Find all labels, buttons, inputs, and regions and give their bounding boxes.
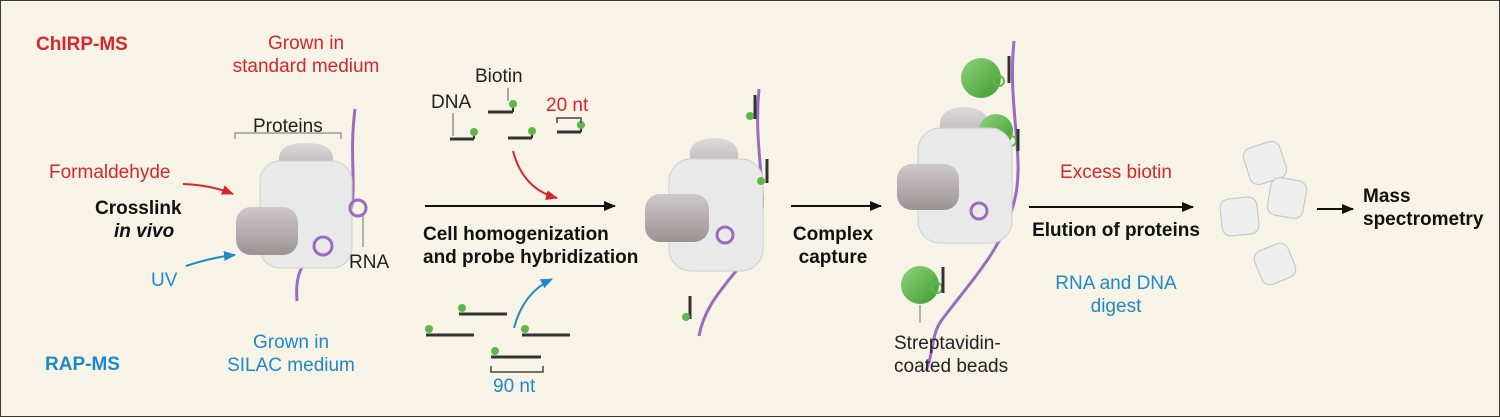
uv-arrow xyxy=(185,251,236,267)
rap-probe-arrow xyxy=(513,278,553,329)
chirp-probe-arrow xyxy=(512,150,558,201)
dna-label: DNA xyxy=(431,92,472,113)
20nt-label: 20 nt xyxy=(546,95,589,116)
formaldehyde-label: Formaldehyde xyxy=(49,162,171,183)
formaldehyde-arrow xyxy=(182,183,234,195)
streptavidin-beads-label: Streptavidin- coated beads xyxy=(894,333,1009,377)
in-vivo-label: in vivo xyxy=(114,221,175,242)
rna-label: RNA xyxy=(349,252,390,273)
mass-spectrometry-label: Mass spectrometry xyxy=(1363,186,1484,230)
released-proteins xyxy=(1219,140,1308,286)
probe-hybridized-complex xyxy=(645,88,769,337)
uv-label: UV xyxy=(151,270,178,291)
proteins-label: Proteins xyxy=(253,116,323,137)
chirp-ms-label: ChIRP-MS xyxy=(36,34,128,55)
crosslink-label: Crosslink xyxy=(95,198,182,219)
digest-label: RNA and DNA digest xyxy=(1055,273,1177,317)
excess-biotin-label: Excess biotin xyxy=(1060,162,1172,183)
standard-medium-label: Grown in standard medium xyxy=(232,33,380,77)
protein-rna-complex-1 xyxy=(234,108,368,302)
90nt-label: 90 nt xyxy=(493,376,536,397)
elution-label: Elution of proteins xyxy=(1032,220,1200,241)
silac-medium-label: Grown in SILAC medium xyxy=(227,332,355,376)
long-dna-probes xyxy=(425,304,570,373)
bead-captured-complex xyxy=(897,40,1020,372)
complex-capture-label: Complex capture xyxy=(792,224,874,268)
biotin-label: Biotin xyxy=(475,66,523,87)
rap-ms-label: RAP-MS xyxy=(45,354,120,375)
short-dna-probes xyxy=(450,88,585,141)
homogenization-label: Cell homogenization and probe hybridizat… xyxy=(423,224,639,268)
